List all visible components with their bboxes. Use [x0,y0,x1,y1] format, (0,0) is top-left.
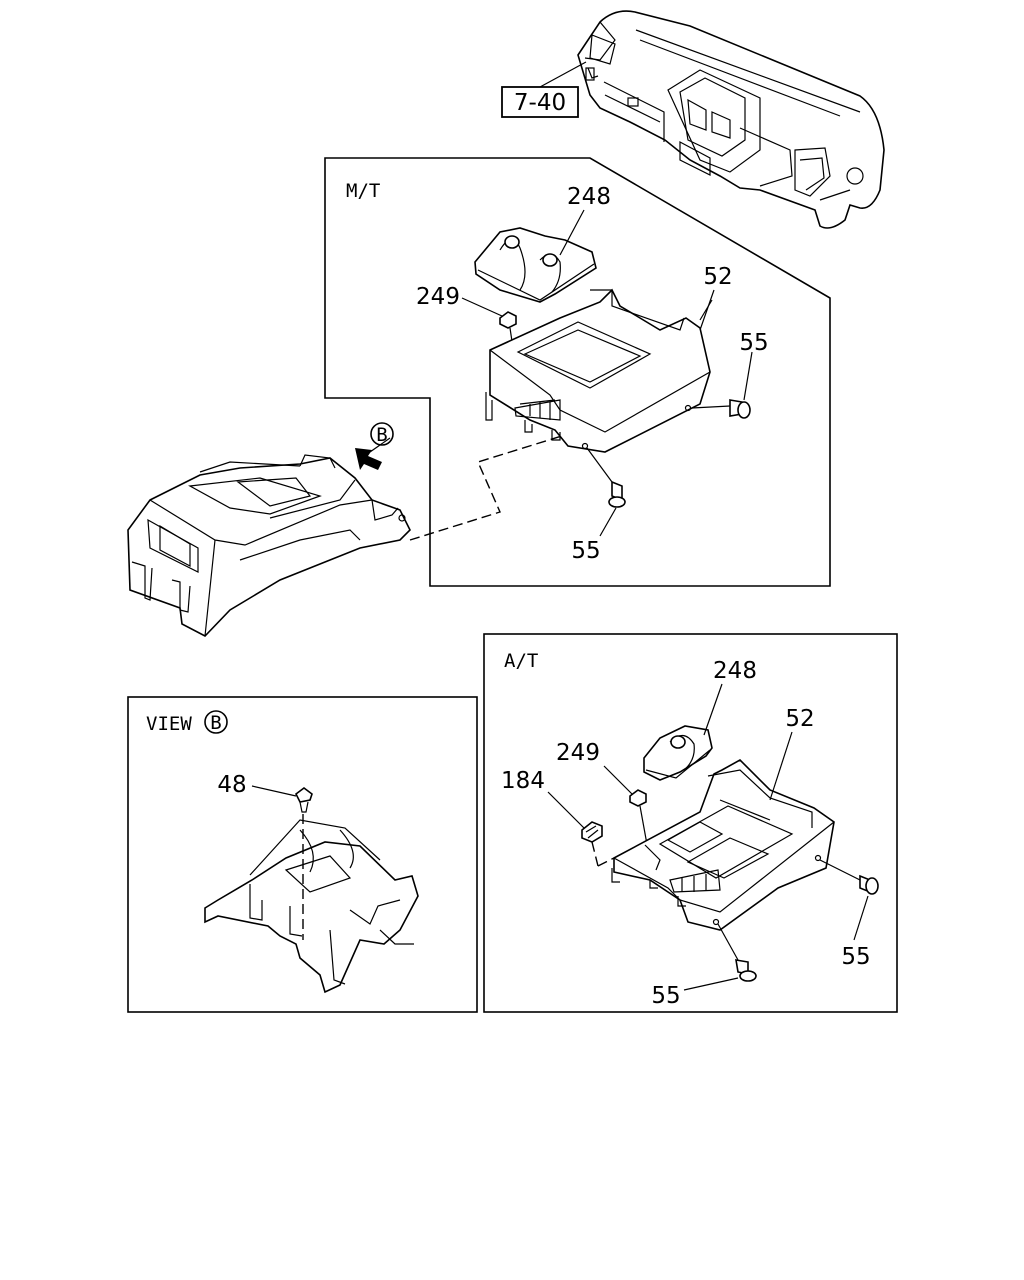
mt-screw-right [691,399,751,419]
mt-callout-52: 52 [703,264,732,290]
at-clip-184 [581,821,603,867]
view-screw-48 [294,787,313,940]
at-callout-249: 249 [556,740,600,766]
at-link-line [597,857,615,867]
at-shift-boot [643,725,713,781]
view-panel-title: VIEW [146,713,192,735]
mt-panel: M/T [324,157,831,587]
mt-link-line [409,434,566,541]
mt-callout-248: 248 [567,184,611,210]
mt-callout-55-right: 55 [739,330,768,356]
at-callout-184: 184 [501,768,545,794]
at-callout-55-bottom: 55 [651,983,680,1009]
mt-screw-bottom [586,447,626,508]
reference-box: 7-40 [501,61,587,118]
center-console-illustration [127,437,411,637]
at-console-cover [611,759,835,931]
mt-callout-249: 249 [416,284,460,310]
view-panel-letter: B [210,712,221,734]
view-arrow-icon [355,448,382,470]
at-panel: A/T [483,633,898,1013]
at-panel-title: A/T [504,650,538,672]
mt-callout-55-bottom: 55 [571,538,600,564]
view-callout-48: 48 [217,772,246,798]
mt-shift-boot [474,227,597,303]
reference-box-label: 7-40 [514,90,566,116]
dashboard-illustration [577,10,885,229]
at-screw-bottom [717,923,757,982]
view-b-marker: B [355,422,394,470]
view-bracket-illustration [204,819,419,994]
mt-console-cover [485,288,713,453]
at-callout-52: 52 [785,706,814,732]
mt-panel-title: M/T [346,180,380,202]
at-callout-248: 248 [713,658,757,684]
at-screw-right [819,859,879,895]
at-callout-55-right: 55 [841,944,870,970]
view-b-marker-letter: B [376,424,387,446]
view-panel: VIEW B 48 [127,696,478,1013]
